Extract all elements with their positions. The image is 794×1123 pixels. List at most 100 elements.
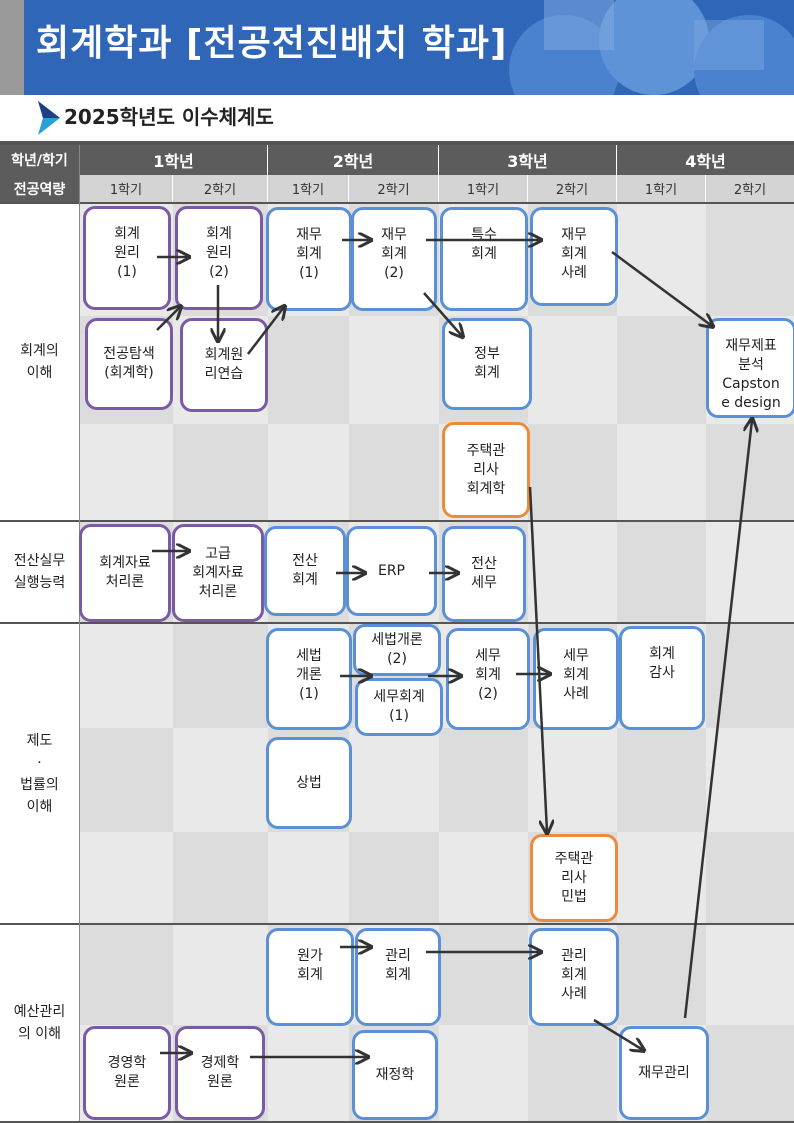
- course-fin-mgmt: 재무관리: [619, 1026, 709, 1120]
- grid-cell: [439, 1025, 528, 1121]
- top-rule: [0, 141, 794, 145]
- grid-cell: [706, 522, 794, 622]
- grid-cell: [268, 316, 349, 424]
- section-divider: [0, 1121, 794, 1123]
- corner-grade-term: 학년/학기: [0, 145, 79, 175]
- grid-cell: [173, 728, 268, 832]
- course-special-acct: 특수 회계: [440, 207, 528, 311]
- grid-cell: [617, 728, 706, 832]
- course-adv-acct-data: 고급 회계자료 처리론: [172, 524, 264, 622]
- course-public-finance: 재정학: [352, 1030, 438, 1120]
- subheading-title: 2025학년도 이수체계도: [64, 105, 274, 129]
- course-gov-acct: 정부 회계: [442, 318, 532, 410]
- grid-cell: [706, 1025, 794, 1121]
- grid-cell: [268, 832, 349, 923]
- grid-cell: [349, 728, 439, 832]
- grid-cell: [617, 424, 706, 520]
- grid-cell: [617, 832, 706, 923]
- course-acct-data: 회계자료 처리론: [79, 524, 171, 622]
- grid-cell: [617, 204, 706, 316]
- grid-cell: [173, 832, 268, 923]
- grid-cell: [706, 925, 794, 1025]
- grid-cell: [617, 522, 706, 622]
- corner-competency: 전공역량: [0, 175, 79, 202]
- grid-cell: [268, 1025, 349, 1121]
- competency-label: 예산관리 의 이해: [0, 925, 79, 1121]
- course-financial-acct-2: 재무 회계 (2): [351, 207, 437, 311]
- grid-cell: [80, 925, 173, 1025]
- course-business-intro: 경영학 원론: [83, 1026, 171, 1120]
- course-mgmt-acct-case: 관리 회계 사례: [529, 928, 619, 1026]
- grid-cell: [80, 832, 173, 923]
- grid-cell: [439, 832, 528, 923]
- grid-cell: [173, 624, 268, 728]
- grid-cell: [349, 832, 439, 923]
- grid-cell: [528, 522, 617, 622]
- grid-cell: [80, 728, 173, 832]
- semester-header: 2학기: [173, 175, 267, 202]
- course-tax-intro-1: 세법 개론 (1): [266, 628, 352, 730]
- chevron-right-icon: [38, 101, 60, 135]
- page-title: 회계학과 [전공전진배치 학과]: [36, 23, 508, 64]
- semester-header: 1학기: [80, 175, 172, 202]
- section-divider: [0, 622, 794, 624]
- course-housing-acct: 주택관 리사 회계학: [442, 422, 530, 518]
- course-acct-principle-1: 회계 원리 (1): [83, 206, 171, 310]
- course-erp: ERP: [346, 526, 437, 616]
- grid-cell: [528, 424, 617, 520]
- grid-cell: [439, 728, 528, 832]
- competency-label: 제도 · 법률의 이해: [0, 624, 79, 923]
- grid-cell: [706, 728, 794, 832]
- semester-header: 2학기: [349, 175, 438, 202]
- grid-cell: [706, 424, 794, 520]
- grid-cell: [349, 316, 439, 424]
- grid-cell: [528, 1025, 617, 1121]
- year-header-4: 4학년: [617, 145, 794, 175]
- subheading: 2025학년도 이수체계도: [0, 95, 794, 141]
- section-divider: [0, 202, 794, 204]
- course-audit: 회계 감사: [619, 626, 705, 730]
- competency-label: 전산실무 실행능력: [0, 522, 79, 622]
- semester-header: 2학기: [706, 175, 794, 202]
- competency-label: 회계의 이해: [0, 204, 79, 520]
- course-cost-acct: 원가 회계: [266, 928, 354, 1026]
- course-mgmt-acct: 관리 회계: [355, 928, 441, 1026]
- course-acct-principle-2: 회계 원리 (2): [175, 206, 263, 310]
- year-header-1: 1학년: [80, 145, 267, 175]
- semester-header: 2학기: [528, 175, 616, 202]
- title-banner: 회계학과 [전공전진배치 학과]: [0, 0, 794, 95]
- year-header-3: 3학년: [439, 145, 616, 175]
- year-header-2: 2학년: [268, 145, 438, 175]
- grid-cell: [706, 204, 794, 316]
- course-econ-intro: 경제학 원론: [175, 1026, 265, 1120]
- course-tax-intro-2: 세법개론 (2): [353, 624, 441, 676]
- course-financial-acct-case: 재무 회계 사례: [530, 207, 618, 306]
- label-column-divider: [79, 145, 80, 1121]
- course-commercial-law: 상법: [266, 737, 352, 829]
- grid-cell: [80, 624, 173, 728]
- grid-cell: [173, 424, 268, 520]
- course-housing-civil: 주택관 리사 민법: [530, 834, 618, 922]
- course-major-explore: 전공탐색 (회계학): [85, 318, 173, 410]
- grid-cell: [706, 624, 794, 728]
- grid-cell: [528, 316, 617, 424]
- semester-header: 1학기: [439, 175, 527, 202]
- grid-cell: [617, 925, 706, 1025]
- section-divider: [0, 520, 794, 522]
- grid-cell: [80, 424, 173, 520]
- course-tax-acct-2: 세무 회계 (2): [446, 628, 530, 730]
- grid-cell: [349, 424, 439, 520]
- course-acct-principle-practice: 회계원 리연습: [180, 318, 268, 412]
- course-tax-acct-case: 세무 회계 사례: [533, 628, 619, 730]
- grid-cell: [439, 925, 528, 1025]
- course-capstone: 재무제표 분석 Capston e design: [706, 318, 794, 418]
- banner-strip: [0, 0, 24, 95]
- grid-cell: [173, 925, 268, 1025]
- semester-header: 1학기: [268, 175, 348, 202]
- course-computer-acct: 전산 회계: [264, 526, 346, 616]
- grid-cell: [706, 832, 794, 923]
- grid-cell: [617, 316, 706, 424]
- grid-cell: [528, 728, 617, 832]
- course-tax-acct-1: 세무회계 (1): [355, 678, 443, 736]
- section-divider: [0, 923, 794, 925]
